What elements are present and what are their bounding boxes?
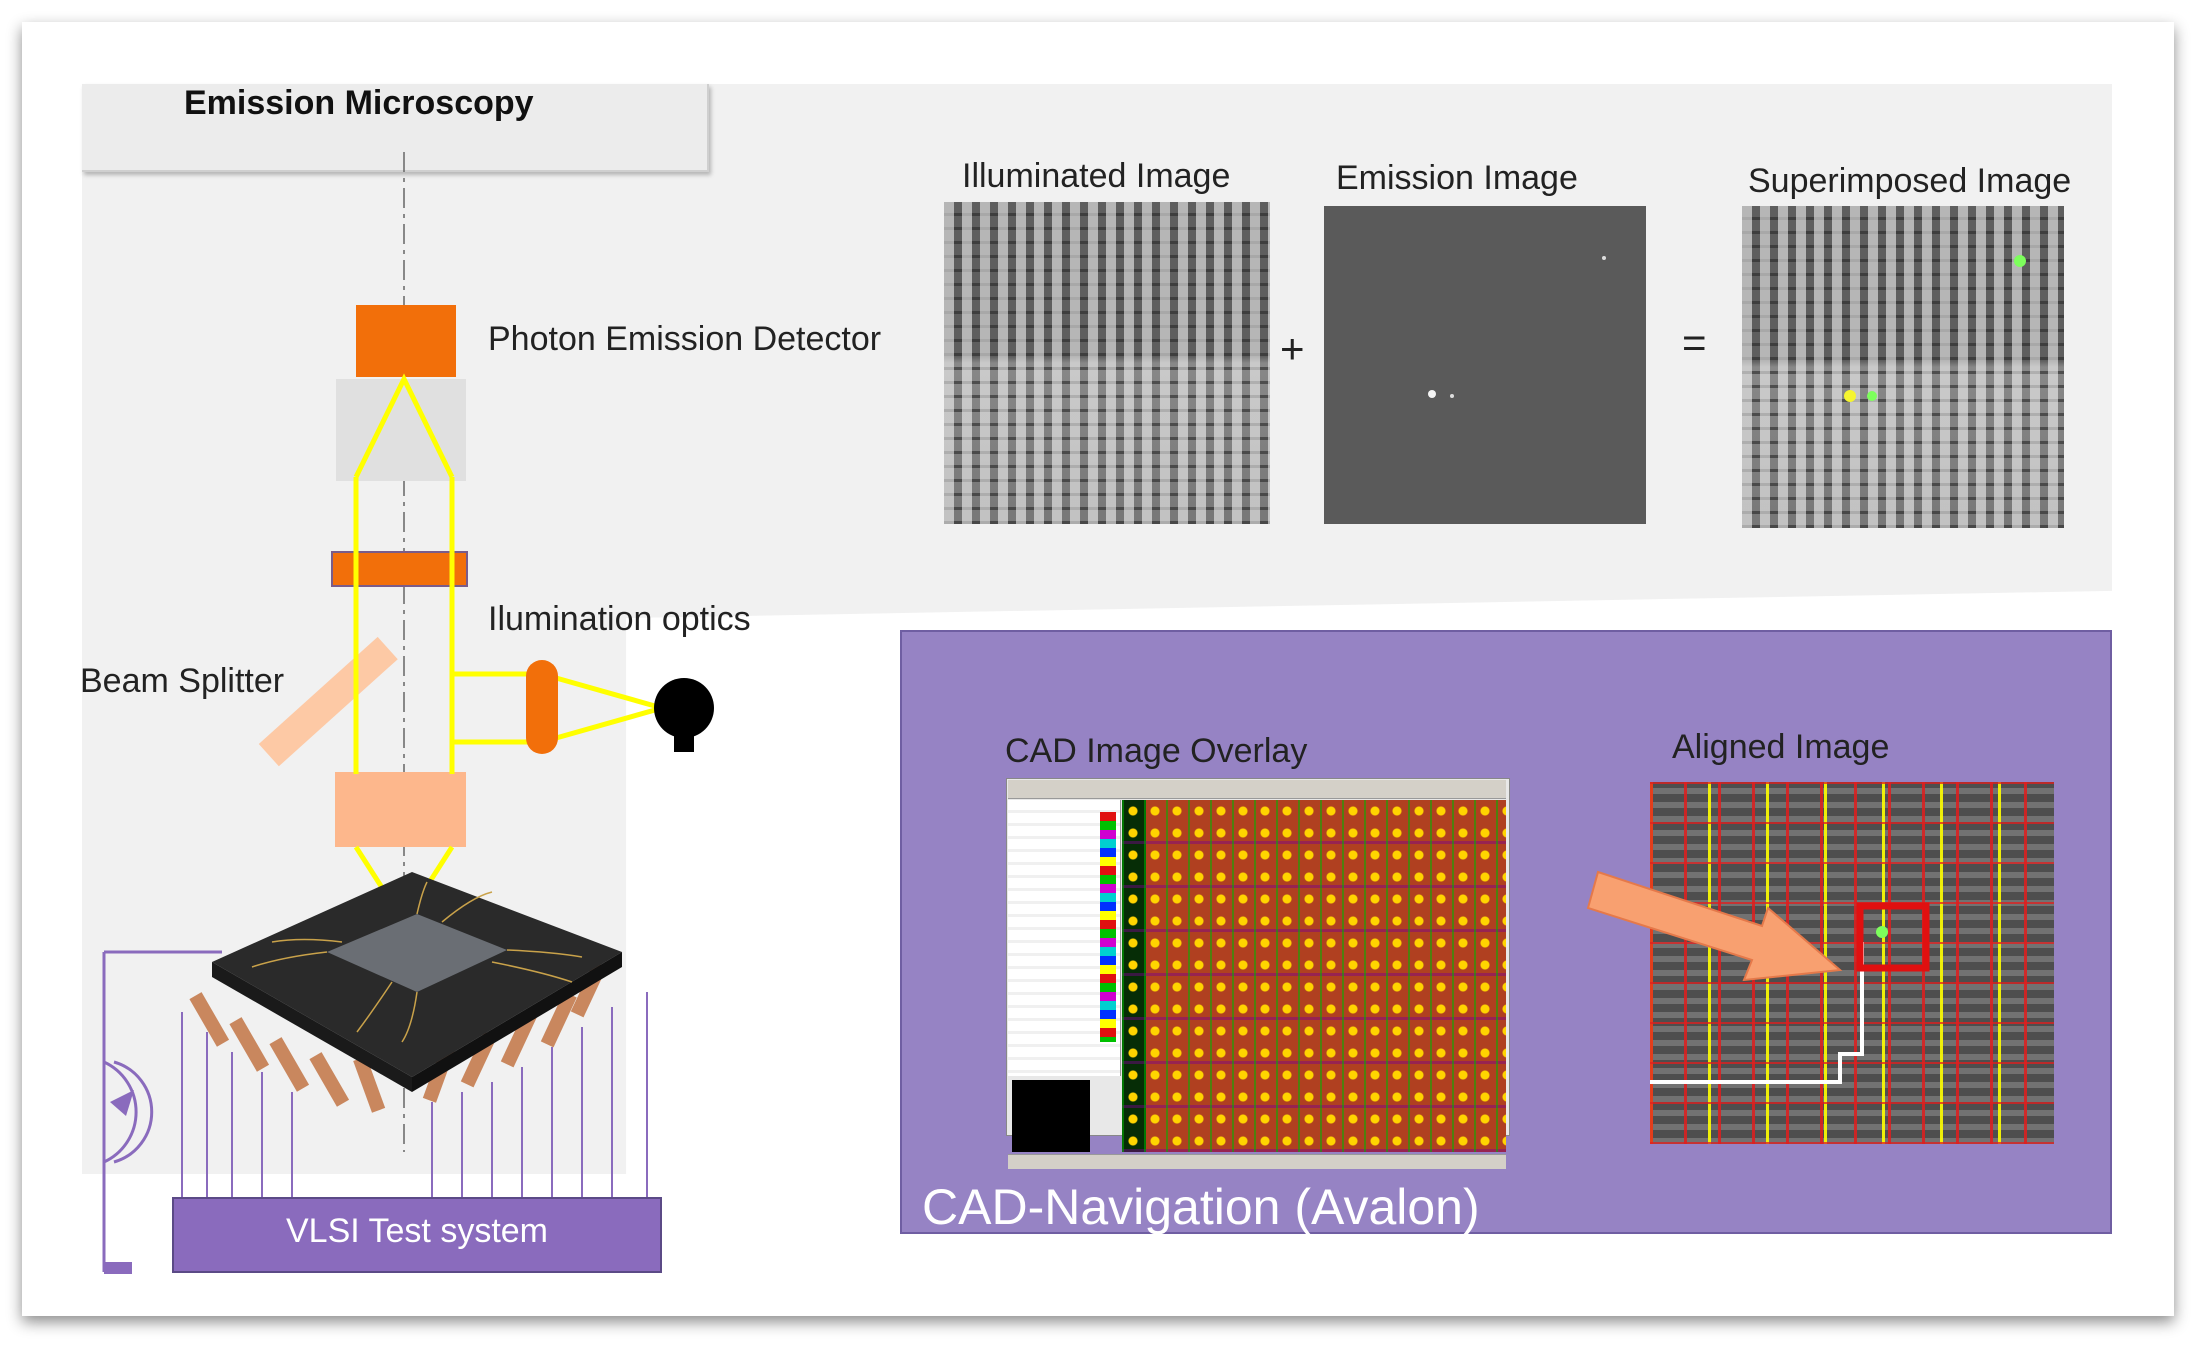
pointer-arrow-icon [1586,870,1843,982]
illuminated-image [944,202,1270,524]
aligned-overlay [1650,902,1930,1084]
illumination-lens [526,660,558,754]
lamp-icon [654,678,714,752]
objective-lens [335,772,466,847]
photon-emission-detector-label: Photon Emission Detector [488,320,882,358]
superimposed-image [1742,206,2064,528]
aligned-image-title: Aligned Image [1672,728,1890,766]
beam-splitter [258,636,398,767]
cad-layer-swatches [1100,812,1116,1042]
cad-thumbnail [1012,1080,1090,1152]
superimposed-image-title: Superimposed Image [1748,162,2072,200]
header-title: Emission Microscopy [184,84,534,122]
fault-highlight-box [1856,902,1930,972]
vlsi-test-system-box [172,1197,662,1273]
emission-spots [1428,256,1606,398]
cad-layout-view [1122,800,1506,1152]
cad-navigation-caption: CAD-Navigation (Avalon) [922,1179,1480,1235]
vlsi-test-system-label: VLSI Test system [285,1212,549,1250]
slide-frame: Emission Microscopy [22,22,2174,1316]
header-tab [82,84,709,172]
emission-image-title: Emission Image [1336,159,1578,197]
ic-chip-icon [189,872,622,1113]
beam-splitter-label: Beam Splitter [80,662,285,700]
detector-box [356,305,456,377]
optical-schematic [258,152,714,1152]
illumination-optics-label: Ilumination optics [488,600,751,638]
test-system-connections [102,950,648,1274]
cad-overlay-title: CAD Image Overlay [1005,732,1308,770]
emission-image [1324,206,1646,524]
cad-status-bar [1008,1154,1506,1169]
equals-sign: = [1682,319,1707,366]
superimposed-spots [1844,255,2026,402]
plus-sign: + [1280,325,1305,372]
cad-toolbar [1008,780,1506,799]
illuminated-image-title: Illuminated Image [962,157,1231,195]
